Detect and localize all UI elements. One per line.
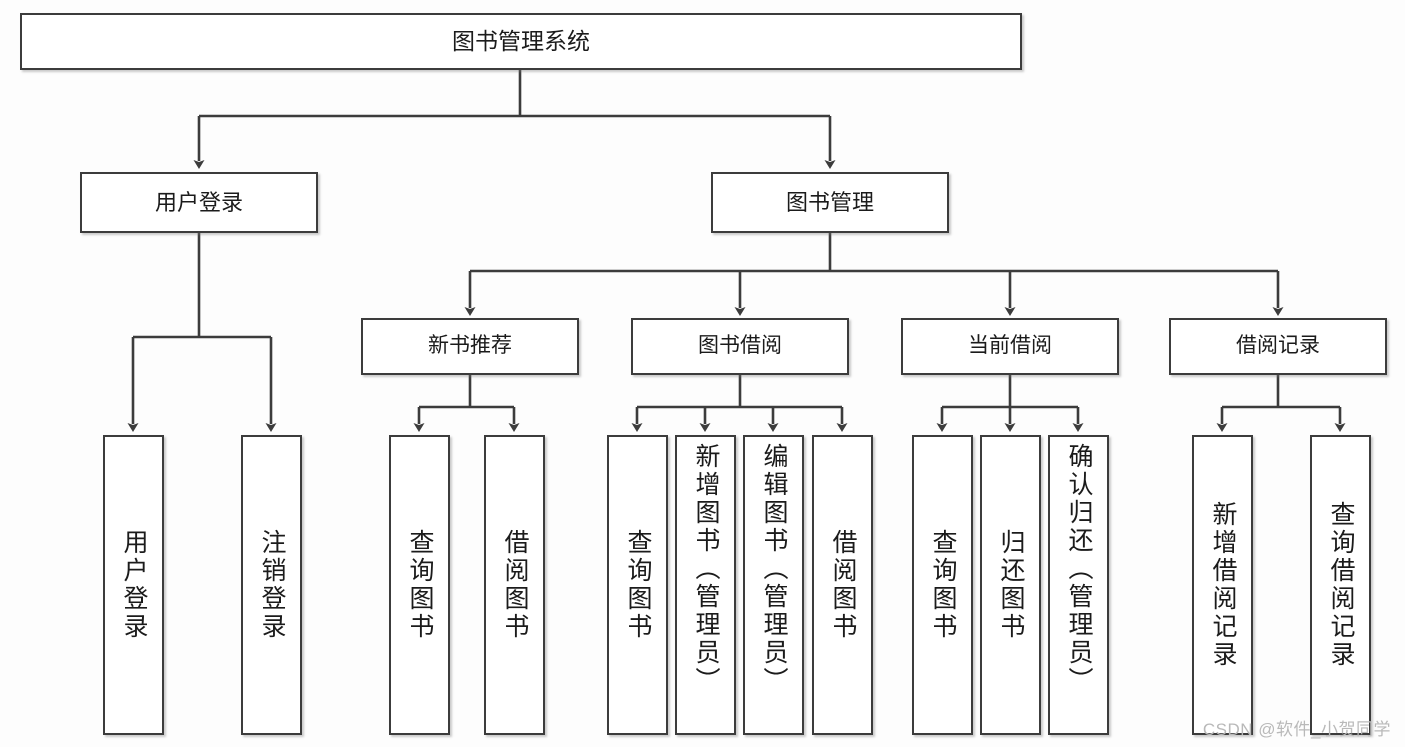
leaf-borrow-borrow-book[interactable]: 借阅图书 bbox=[812, 435, 873, 735]
watermark: CSDN @软件_小贺同学 bbox=[1202, 720, 1391, 739]
node-label: 借阅图书 bbox=[829, 529, 857, 641]
leaf-borrow-add-book-admin[interactable]: 新增图书（管理员） bbox=[675, 435, 736, 735]
node-label: 查询图书 bbox=[929, 529, 957, 641]
node-label: 当前借阅 bbox=[968, 334, 1052, 358]
leaf-borrow-edit-book-admin[interactable]: 编辑图书（管理员） bbox=[743, 435, 804, 735]
leaf-current-confirm-return-admin[interactable]: 确认归还（管理员） bbox=[1048, 435, 1109, 735]
leaf-current-return-book[interactable]: 归还图书 bbox=[980, 435, 1041, 735]
leaf-recommend-borrow-book[interactable]: 借阅图书 bbox=[484, 435, 545, 735]
node-label: 查询图书 bbox=[624, 529, 652, 641]
node-label: 编辑图书（管理员） bbox=[760, 443, 788, 695]
leaf-record-query-record[interactable]: 查询借阅记录 bbox=[1310, 435, 1371, 735]
node-label: 新书推荐 bbox=[428, 334, 512, 358]
node-label: 图书管理 bbox=[785, 189, 874, 215]
node-label: 确认归还（管理员） bbox=[1065, 443, 1093, 695]
node-label: 新增图书（管理员） bbox=[692, 443, 720, 695]
node-label: 查询图书 bbox=[406, 529, 434, 641]
node-label: 图书管理系统 bbox=[452, 27, 590, 54]
node-label: 借阅图书 bbox=[501, 529, 529, 641]
leaf-user-login-login[interactable]: 用户登录 bbox=[103, 435, 164, 735]
node-root-system[interactable]: 图书管理系统 bbox=[20, 13, 1022, 70]
node-current-borrow[interactable]: 当前借阅 bbox=[901, 318, 1119, 375]
node-label: 新增借阅记录 bbox=[1209, 501, 1237, 669]
node-label: 查询借阅记录 bbox=[1327, 501, 1355, 669]
node-label: 归还图书 bbox=[997, 529, 1025, 641]
node-label: 注销登录 bbox=[258, 529, 286, 641]
node-new-book-recommend[interactable]: 新书推荐 bbox=[361, 318, 579, 375]
node-label: 借阅记录 bbox=[1236, 334, 1320, 358]
leaf-borrow-query-book[interactable]: 查询图书 bbox=[607, 435, 668, 735]
node-book-management[interactable]: 图书管理 bbox=[711, 172, 949, 233]
leaf-user-login-logout[interactable]: 注销登录 bbox=[241, 435, 302, 735]
node-borrow-record[interactable]: 借阅记录 bbox=[1169, 318, 1387, 375]
node-book-borrow[interactable]: 图书借阅 bbox=[631, 318, 849, 375]
node-label: 用户登录 bbox=[120, 529, 148, 641]
node-label: 图书借阅 bbox=[698, 334, 782, 358]
leaf-recommend-query-book[interactable]: 查询图书 bbox=[389, 435, 450, 735]
leaf-current-query-book[interactable]: 查询图书 bbox=[912, 435, 973, 735]
node-label: 用户登录 bbox=[154, 189, 243, 215]
node-user-login[interactable]: 用户登录 bbox=[80, 172, 318, 233]
leaf-record-add-record[interactable]: 新增借阅记录 bbox=[1192, 435, 1253, 735]
